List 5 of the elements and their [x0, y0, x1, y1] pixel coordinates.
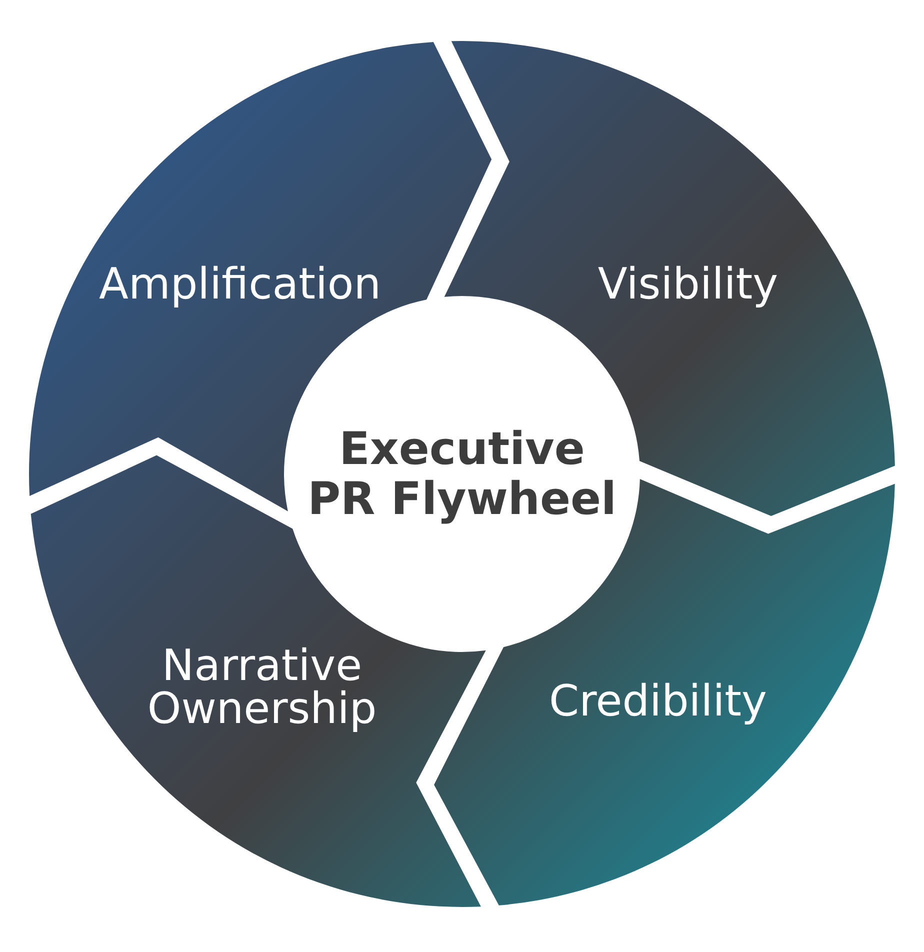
segment-label: Visibility [598, 264, 778, 306]
segment-label: Narrative Ownership [147, 645, 377, 731]
segment-label: Credibility [549, 680, 767, 724]
hub-title: Executive PR Flywheel [306, 424, 618, 524]
segment-label: Amplification [99, 264, 381, 306]
